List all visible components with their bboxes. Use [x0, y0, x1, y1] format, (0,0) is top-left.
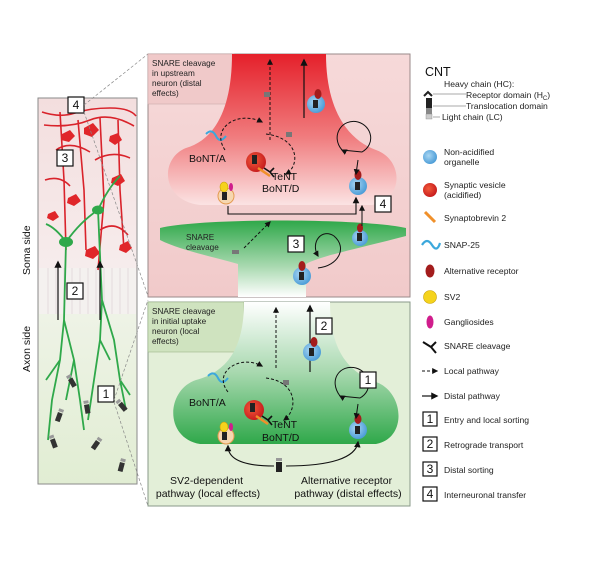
step-1-overview-label: 1 — [103, 387, 110, 401]
legend-item-snare-cleavage: SNARE cleavage — [444, 341, 511, 351]
legend-title: CNT — [425, 65, 451, 79]
lower-caption: SNARE cleavage in initial uptake neuron … — [152, 307, 218, 346]
upper-synaptobrevin — [257, 166, 271, 178]
step-box-3-upper — [287, 235, 305, 253]
legend-item-alt-receptor: Alternative receptor — [444, 266, 519, 276]
upper-synapse-panel: SNARE cleavage in upstream neuron (dista… — [147, 53, 411, 298]
legend-item-distal-pathway: Distal pathway — [444, 391, 501, 401]
legend-item-gangliosides: Gangliosides — [444, 317, 494, 327]
step-box-1-lower — [359, 371, 377, 389]
downstream-dendrite — [160, 220, 406, 297]
legend-step-label-1: Entry and local sorting — [444, 415, 529, 425]
legend-light-chain: Light chain (LC) — [442, 112, 503, 122]
legend-translocation-domain: Translocation domain — [466, 101, 548, 111]
upper-local-cycle — [220, 117, 264, 151]
synaptic-vesicle-icon — [423, 183, 437, 197]
upstream-neuron-somas — [47, 123, 132, 259]
lower-tent: TeNT — [272, 419, 298, 431]
legend-step-num-2: 2 — [427, 437, 434, 451]
lower-synapse-panel: SNARE cleavage in initial uptake neuron … — [147, 301, 411, 507]
initial-uptake-terminal — [173, 302, 399, 444]
upper-tent: TeNT — [272, 171, 298, 183]
lower-bont-d: BoNT/D — [262, 432, 300, 444]
sv2-icon — [423, 290, 437, 304]
step-4-upper-label: 4 — [380, 197, 387, 211]
step-box-4-upper — [374, 195, 392, 213]
upper-distal-cycle — [337, 120, 372, 152]
legend-heavy-chain: Heavy chain (HC): — [444, 79, 514, 89]
legend-item-sv2: SV2 — [444, 292, 460, 302]
legend-step-box-1 — [422, 411, 438, 427]
lower-bont-a: BoNT/A — [189, 397, 226, 409]
legend-receptor-domain: Receptor domain (HC) — [466, 90, 550, 102]
soma-side-label: Soma side — [21, 225, 33, 275]
alt-pathway-label: Alternative receptor pathway (distal eff… — [294, 475, 401, 500]
toxin-molecules — [48, 374, 128, 472]
step-3-overview-label: 3 — [62, 151, 69, 165]
snap25-lower — [207, 372, 229, 383]
zoom-lines — [83, 53, 149, 507]
cnt-toxin-icon — [423, 90, 466, 120]
initial-neuron-somas — [59, 205, 104, 247]
alternative-receptor-icon — [425, 264, 435, 278]
upper-snare-cleavage: SNARE cleavage — [186, 233, 219, 252]
step-2-overview-label: 2 — [72, 284, 79, 298]
legend-item-synaptic-vesicle: Synaptic vesicle(acidified) — [444, 180, 506, 200]
legend-step-box-4 — [422, 486, 438, 502]
upper-local-cycle-2 — [265, 133, 296, 175]
gangliosides-icon — [426, 315, 434, 329]
step-2-lower-label: 2 — [321, 319, 328, 333]
legend-step-num-3: 3 — [427, 462, 434, 476]
alt-receptor-entry-arrow — [285, 440, 361, 467]
step-box-3-overview — [56, 149, 74, 167]
step-box-2-overview — [66, 282, 84, 300]
axon-side-label: Axon side — [21, 326, 33, 372]
legend-step-box-3 — [422, 461, 438, 477]
step-1-lower-label: 1 — [365, 373, 372, 387]
legend-step-box-2 — [422, 436, 438, 452]
upper-caption: SNARE cleavage in upstream neuron (dista… — [152, 59, 218, 98]
step-4-overview-label: 4 — [73, 98, 80, 112]
legend-item-snap25: SNAP-25 — [444, 240, 480, 250]
legend-step-label-2: Retrograde transport — [444, 440, 524, 450]
legend-step-num-4: 4 — [427, 487, 434, 501]
upper-bont-a: BoNT/A — [189, 153, 226, 165]
upper-release-arrow — [227, 196, 360, 215]
legend-step-num-1: 1 — [427, 412, 434, 426]
step-box-2-lower — [315, 317, 333, 335]
snap25-icon — [421, 239, 442, 250]
upper-bont-d: BoNT/D — [262, 183, 300, 195]
entry-toxin — [276, 458, 282, 472]
synaptobrevin-icon — [423, 210, 437, 224]
legend-step-label-3: Distal sorting — [444, 465, 494, 475]
legend-step-label-4: Interneuronal transfer — [444, 490, 526, 500]
snap25-upper — [205, 130, 227, 141]
sv2-pathway-label: SV2-dependent pathway (local effects) — [156, 475, 260, 500]
snare-cleavage-icon — [422, 341, 437, 354]
legend: CNT Heavy chain (HC): Receptor domain (H… — [421, 65, 550, 502]
non-acidified-organelle-icon — [423, 150, 437, 164]
sv2-entry-arrow — [224, 444, 275, 467]
upper-snare-cleavage-mark — [263, 167, 275, 178]
legend-item-local-pathway: Local pathway — [444, 366, 500, 376]
step-3-upper-label: 3 — [293, 237, 300, 251]
legend-item-synaptobrevin: Synaptobrevin 2 — [444, 213, 506, 223]
neuron-overview-panel: 4 3 2 1 Soma side Axon side — [21, 96, 138, 485]
upstream-terminal — [167, 54, 397, 205]
step-box-1-overview — [97, 385, 115, 403]
